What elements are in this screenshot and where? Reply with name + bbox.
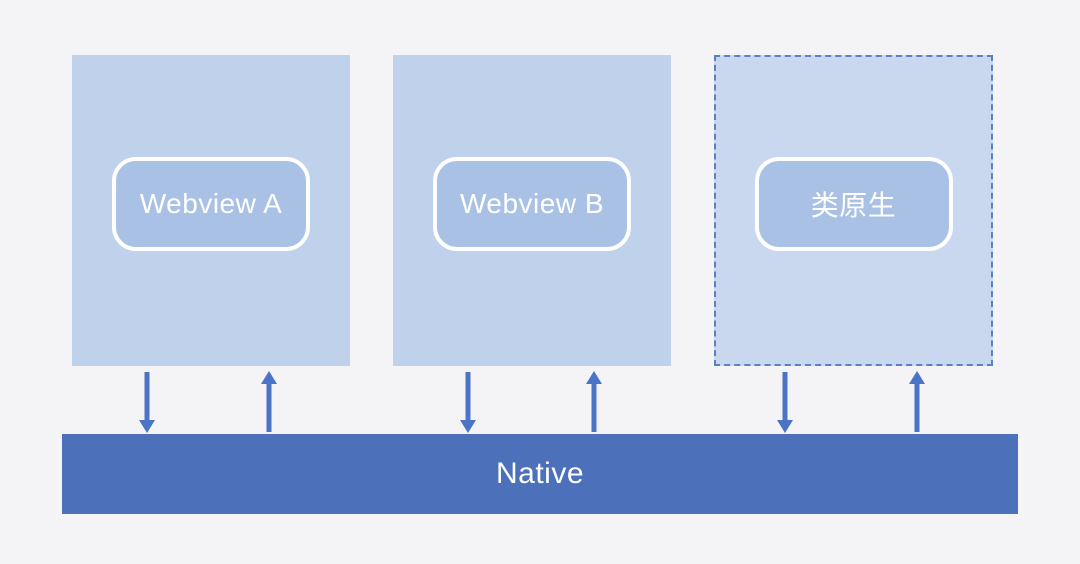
- arrow-shaft: [591, 383, 597, 432]
- arrow-up-native-to-webview-b: [586, 371, 602, 433]
- arrow-head: [261, 371, 277, 384]
- webview-b-label: Webview B: [459, 188, 605, 219]
- arrow-shaft: [144, 372, 150, 421]
- arrow-down-webview-a-to-native: [139, 371, 155, 433]
- arrow-down-native-like-to-native: [777, 371, 793, 433]
- panel-webview-b: Webview B: [393, 55, 671, 366]
- native-bar: Native: [62, 434, 1018, 514]
- arrow-head: [909, 371, 925, 384]
- arrow-up-native-to-native-like: [909, 371, 925, 433]
- arrow-shaft: [266, 383, 272, 432]
- arrow-shaft: [782, 372, 788, 421]
- arrow-shaft: [914, 383, 920, 432]
- arrow-up-native-to-webview-a: [261, 371, 277, 433]
- webview-a-label: Webview A: [139, 188, 283, 219]
- arrow-head: [777, 420, 793, 433]
- native-like-label: 类原生: [810, 190, 897, 221]
- native-label: Native: [495, 457, 585, 490]
- arrow-head: [460, 420, 476, 433]
- arrow-shaft: [465, 372, 471, 421]
- panel-native-like: 类原生: [714, 55, 993, 366]
- panel-webview-a: Webview A: [72, 55, 350, 366]
- arrow-down-webview-b-to-native: [460, 371, 476, 433]
- native-like-pill: 类原生: [754, 157, 953, 251]
- arrow-head: [139, 420, 155, 433]
- webview-b-pill: Webview B: [433, 157, 631, 251]
- webview-a-pill: Webview A: [112, 157, 310, 251]
- arrow-head: [586, 371, 602, 384]
